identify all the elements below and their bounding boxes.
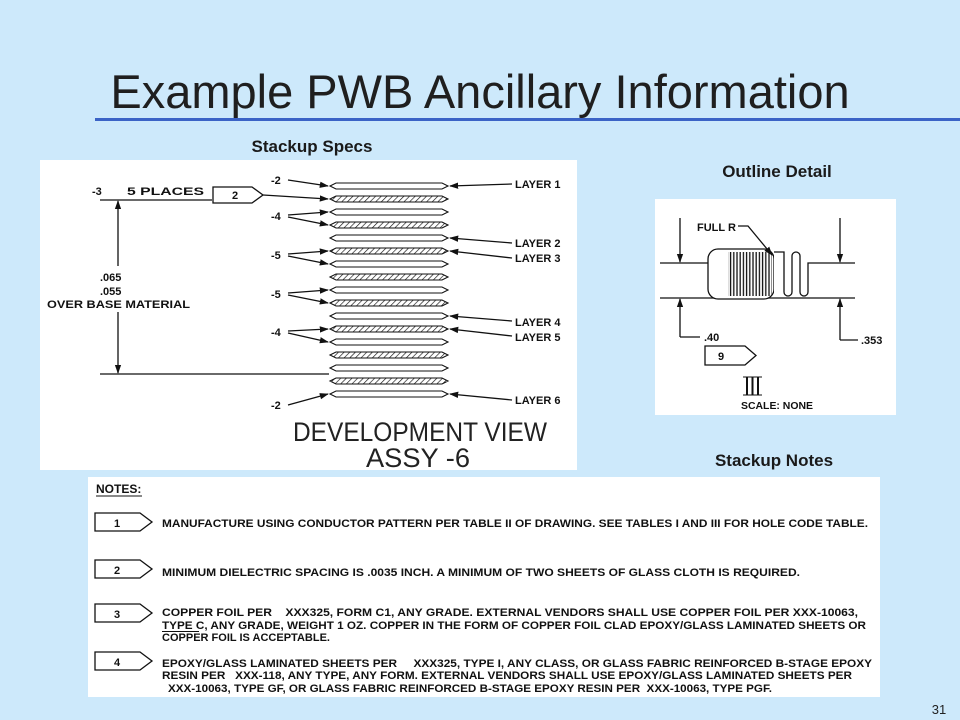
stackup-specs-panel: -3 5 PLACES 2 .065 .055 OVER BASE MATERI… [40, 160, 577, 470]
serpentine-background [774, 254, 812, 297]
note-flag-number: 4 [114, 657, 121, 669]
note-flag [94, 651, 154, 671]
dash-label: -5 [271, 250, 281, 262]
leader-line [449, 313, 513, 322]
dash-label: -4 [271, 211, 282, 223]
layer-label: LAYER 1 [515, 179, 560, 191]
leader-line [449, 182, 513, 189]
title-rule [95, 118, 960, 121]
copper-band [328, 286, 450, 294]
copper-band [328, 208, 450, 216]
copper-band [328, 364, 450, 372]
note-flag-number: 3 [114, 609, 120, 621]
leader-line [287, 393, 329, 406]
dash-label: -4 [271, 327, 282, 339]
leader-line [287, 248, 329, 255]
layer-label: LAYER 2 [515, 238, 560, 250]
layer-label: LAYER 5 [515, 332, 560, 344]
callout-dash-number: -3 [92, 186, 102, 198]
leader-line [449, 235, 513, 244]
note-text: COPPER FOIL IS ACCEPTABLE. [162, 632, 330, 644]
dielectric-band [328, 221, 450, 229]
dielectric-band [328, 377, 450, 385]
notes-heading: NOTES: [96, 482, 141, 496]
dimension-value-left: .40 [704, 332, 719, 344]
leader-line [287, 332, 329, 344]
note-text: XXX-10063, TYPE GF, OR GLASS FABRIC REIN… [168, 683, 772, 695]
note-flag-number: 2 [114, 565, 120, 577]
note-text: RESIN PER XXX-118, ANY TYPE, ANY FORM. E… [162, 670, 852, 682]
stackup-notes-panel: NOTES: 1 MANUFACTURE USING CONDUCTOR PAT… [88, 477, 880, 697]
layer-label: LAYER 6 [515, 395, 560, 407]
stackup-specs-label: Stackup Specs [251, 137, 373, 156]
note-flag-number: 9 [718, 351, 724, 363]
places-note: 5 PLACES [127, 186, 204, 198]
thickness-note: OVER BASE MATERIAL [47, 299, 190, 311]
copper-band [328, 234, 450, 242]
note-flag [94, 603, 154, 623]
dielectric-band [328, 299, 450, 307]
slide-title: Example PWB Ancillary Information [110, 65, 850, 118]
dielectric-band [328, 195, 450, 203]
stackup-notes-label: Stackup Notes [714, 451, 834, 470]
note-text: EPOXY/GLASS LAMINATED SHEETS PER XXX325,… [162, 658, 873, 670]
full-radius-note: FULL R [697, 222, 736, 234]
note-flag-number: 1 [114, 518, 120, 530]
note-text: MINIMUM DIELECTRIC SPACING IS .0035 INCH… [162, 567, 800, 579]
dielectric-band [328, 247, 450, 255]
leader-line [738, 225, 773, 256]
leader-line [287, 326, 329, 333]
outline-detail-panel: FULL R .40 .353 9 SCALE: NONE [655, 199, 896, 415]
dimension-value-right: .353 [861, 335, 882, 347]
layer-label: LAYER 3 [515, 253, 560, 265]
outline-detail-label: Outline Detail [722, 162, 832, 181]
view-title: DEVELOPMENT VIEW [293, 417, 547, 447]
dash-label: -2 [271, 175, 281, 187]
leader-line [287, 287, 329, 294]
dielectric-band [328, 351, 450, 359]
thickness-min: .055 [100, 286, 121, 298]
dash-label: -5 [271, 289, 281, 301]
serpentine-edge [774, 251, 812, 297]
copper-band [328, 182, 450, 190]
note-flag-number: 2 [232, 190, 238, 202]
leader-line [449, 326, 513, 337]
note-flag [94, 559, 154, 579]
note-text: MANUFACTURE USING CONDUCTOR PATTERN PER … [162, 518, 868, 530]
note-flag [704, 345, 757, 366]
note-flag [94, 512, 154, 532]
leader-line [449, 391, 513, 401]
note-flag [212, 186, 265, 204]
slot-hatching [728, 252, 772, 296]
dielectric-band [328, 325, 450, 333]
stackup-notes-drawing: NOTES: 1 MANUFACTURE USING CONDUCTOR PAT… [94, 482, 873, 695]
stackup-specs-drawing: -3 5 PLACES 2 .065 .055 OVER BASE MATERI… [47, 175, 561, 470]
scale-note: SCALE: NONE [741, 401, 813, 412]
leader-line [287, 294, 329, 305]
thickness-max: .065 [100, 272, 121, 284]
copper-band [328, 260, 450, 268]
datum-symbol [743, 376, 762, 396]
view-subtitle: ASSY -6 [366, 443, 470, 470]
leader-line [287, 209, 329, 216]
copper-band [328, 312, 450, 320]
dash-label: -2 [271, 400, 281, 412]
note-text: TYPE C, ANY GRADE, WEIGHT 1 OZ. COPPER I… [162, 620, 866, 632]
dielectric-band [328, 273, 450, 281]
copper-band [328, 390, 450, 398]
layer-stack [328, 182, 450, 398]
note-text: COPPER FOIL PER XXX325, FORM C1, ANY GRA… [162, 607, 858, 619]
slide-number: 31 [931, 702, 947, 717]
leader-line [287, 255, 329, 266]
leader-line [287, 179, 329, 188]
leader-line [262, 194, 329, 202]
layer-label: LAYER 4 [515, 317, 561, 329]
leader-line [449, 248, 513, 259]
outline-detail-drawing: FULL R .40 .353 9 SCALE: NONE [660, 218, 882, 412]
leader-line [287, 216, 329, 227]
copper-band [328, 338, 450, 346]
